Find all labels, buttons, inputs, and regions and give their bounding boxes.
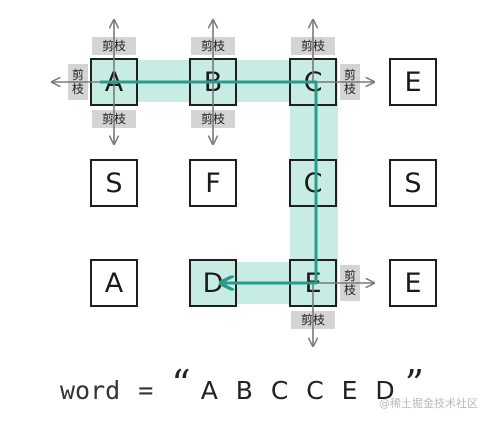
grid-cell: A — [90, 259, 138, 307]
grid-cell: S — [389, 159, 437, 207]
close-quote: ” — [404, 362, 425, 406]
word-variable: word — [60, 375, 121, 405]
word-caption: word = “ A B C C E D ” — [60, 365, 424, 410]
grid-cell: C — [289, 159, 337, 207]
watermark: @稀土掘金技术社区 — [379, 397, 478, 410]
grid-cell: E — [389, 58, 437, 106]
grid-cell: E — [389, 259, 437, 307]
equals-sign: = — [138, 375, 154, 405]
prune-label: 剪枝 — [340, 265, 360, 301]
grid-cell: F — [189, 159, 237, 207]
search-path-arrow — [100, 80, 318, 283]
word-letters: A B C C E D — [200, 375, 395, 405]
grid-cell: S — [90, 159, 138, 207]
open-quote: “ — [171, 362, 191, 406]
